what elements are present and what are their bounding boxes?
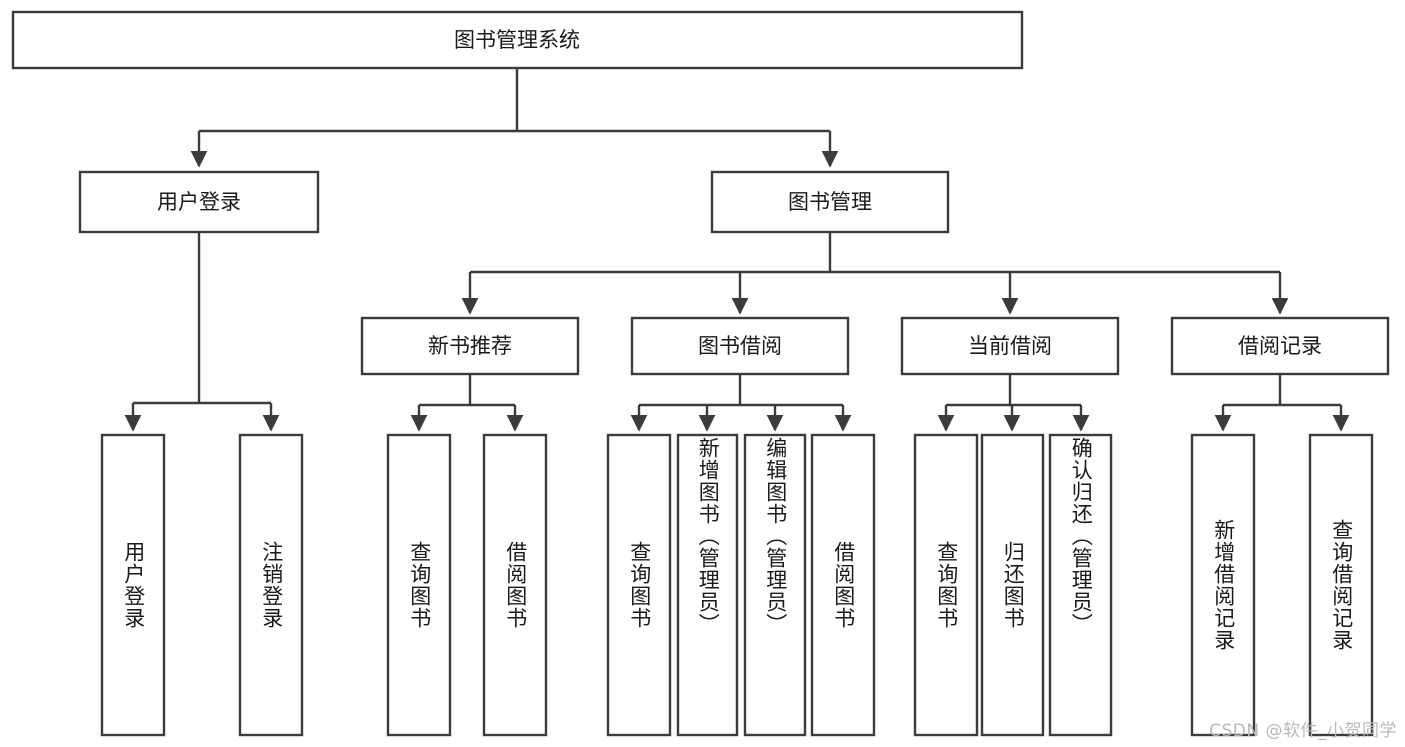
- node-new-book-rec-label: 新书推荐: [428, 334, 512, 358]
- node-root-label: 图书管理系统: [454, 28, 580, 52]
- node-new-book-rec-box[interactable]: [360, 316, 580, 376]
- leaf-box-return-book[interactable]: [980, 433, 1045, 737]
- node-book-manage-box[interactable]: [710, 170, 950, 234]
- leaf-box-query-book-rec[interactable]: [386, 433, 452, 737]
- node-book-manage[interactable]: 图书管理: [710, 170, 950, 234]
- leaf-box-add-record[interactable]: [1190, 433, 1256, 737]
- leaf-box-borrow-book[interactable]: [810, 433, 876, 737]
- leaf-box-user-login[interactable]: [100, 433, 166, 737]
- leaf-box-query-book-cur[interactable]: [913, 433, 979, 737]
- connector-group-book-borrow: [630, 374, 852, 432]
- node-borrow-record-box[interactable]: [1170, 316, 1390, 376]
- leaf-box-user-logout[interactable]: [238, 433, 304, 737]
- node-borrow-record[interactable]: 借阅记录: [1170, 316, 1390, 376]
- node-new-book-rec[interactable]: 新书推荐: [360, 316, 580, 376]
- connector-group-current-borrow: [937, 374, 1090, 432]
- connector-group-root: [190, 68, 839, 168]
- node-root-box[interactable]: [11, 10, 1024, 70]
- node-user-login[interactable]: 用户登录: [78, 170, 320, 234]
- leaf-box-confirm-return[interactable]: [1048, 433, 1113, 737]
- node-current-borrow-label: 当前借阅: [968, 334, 1052, 358]
- csdn-watermark: CSDN @软件_小贺同学: [1209, 721, 1397, 741]
- node-current-borrow[interactable]: 当前借阅: [900, 316, 1120, 376]
- leaf-boxes: [100, 433, 1374, 737]
- node-current-borrow-box[interactable]: [900, 316, 1120, 376]
- connector-group-borrow-record: [1214, 374, 1350, 432]
- node-book-borrow-label: 图书借阅: [698, 334, 782, 358]
- leaf-box-edit-book[interactable]: [743, 433, 807, 737]
- connector-group-book-manage: [461, 232, 1289, 315]
- node-book-borrow[interactable]: 图书借阅: [630, 316, 850, 376]
- node-user-login-box[interactable]: [78, 170, 320, 234]
- connector-group-user-login: [124, 232, 280, 432]
- node-root[interactable]: 图书管理系统: [11, 10, 1024, 70]
- leaf-box-borrow-book-rec[interactable]: [482, 433, 548, 737]
- connector-group-new-book-rec: [410, 374, 524, 432]
- leaf-box-query-book-borrow[interactable]: [606, 433, 672, 737]
- leaf-box-query-record[interactable]: [1308, 433, 1374, 737]
- node-borrow-record-label: 借阅记录: [1238, 334, 1322, 358]
- node-user-login-label: 用户登录: [157, 190, 241, 214]
- node-book-borrow-box[interactable]: [630, 316, 850, 376]
- leaf-box-add-book[interactable]: [676, 433, 739, 737]
- node-book-manage-label: 图书管理: [788, 190, 872, 214]
